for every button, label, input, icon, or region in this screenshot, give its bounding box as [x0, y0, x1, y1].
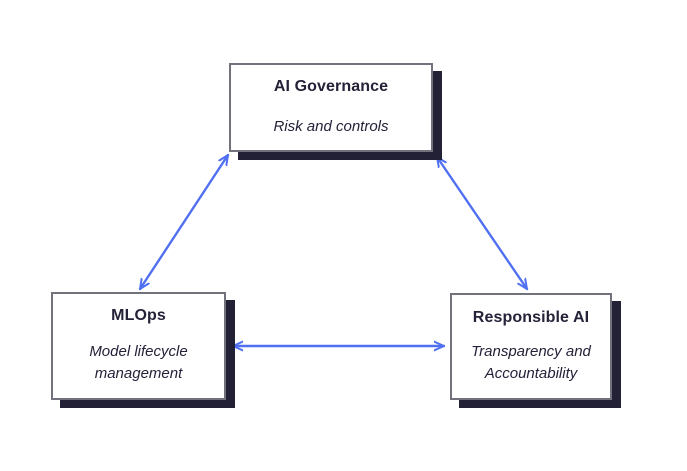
- node-title: AI Governance: [273, 77, 389, 95]
- node-mlops: MLOps Model lifecycle management: [51, 292, 226, 400]
- node-title: Responsible AI: [472, 308, 590, 326]
- node-subtitle: Transparency and Accountability: [471, 342, 591, 382]
- arrow-governance-mlops: [138, 153, 230, 291]
- node-subtitle: Risk and controls: [273, 117, 389, 135]
- node-ai-governance: AI Governance Risk and controls: [229, 63, 433, 152]
- node-responsible-ai: Responsible AI Transparency and Accounta…: [450, 293, 612, 400]
- node-subtitle: Model lifecycle management: [89, 343, 188, 382]
- node-title: MLOps: [111, 307, 166, 325]
- arrow-governance-responsible-ai: [435, 155, 529, 291]
